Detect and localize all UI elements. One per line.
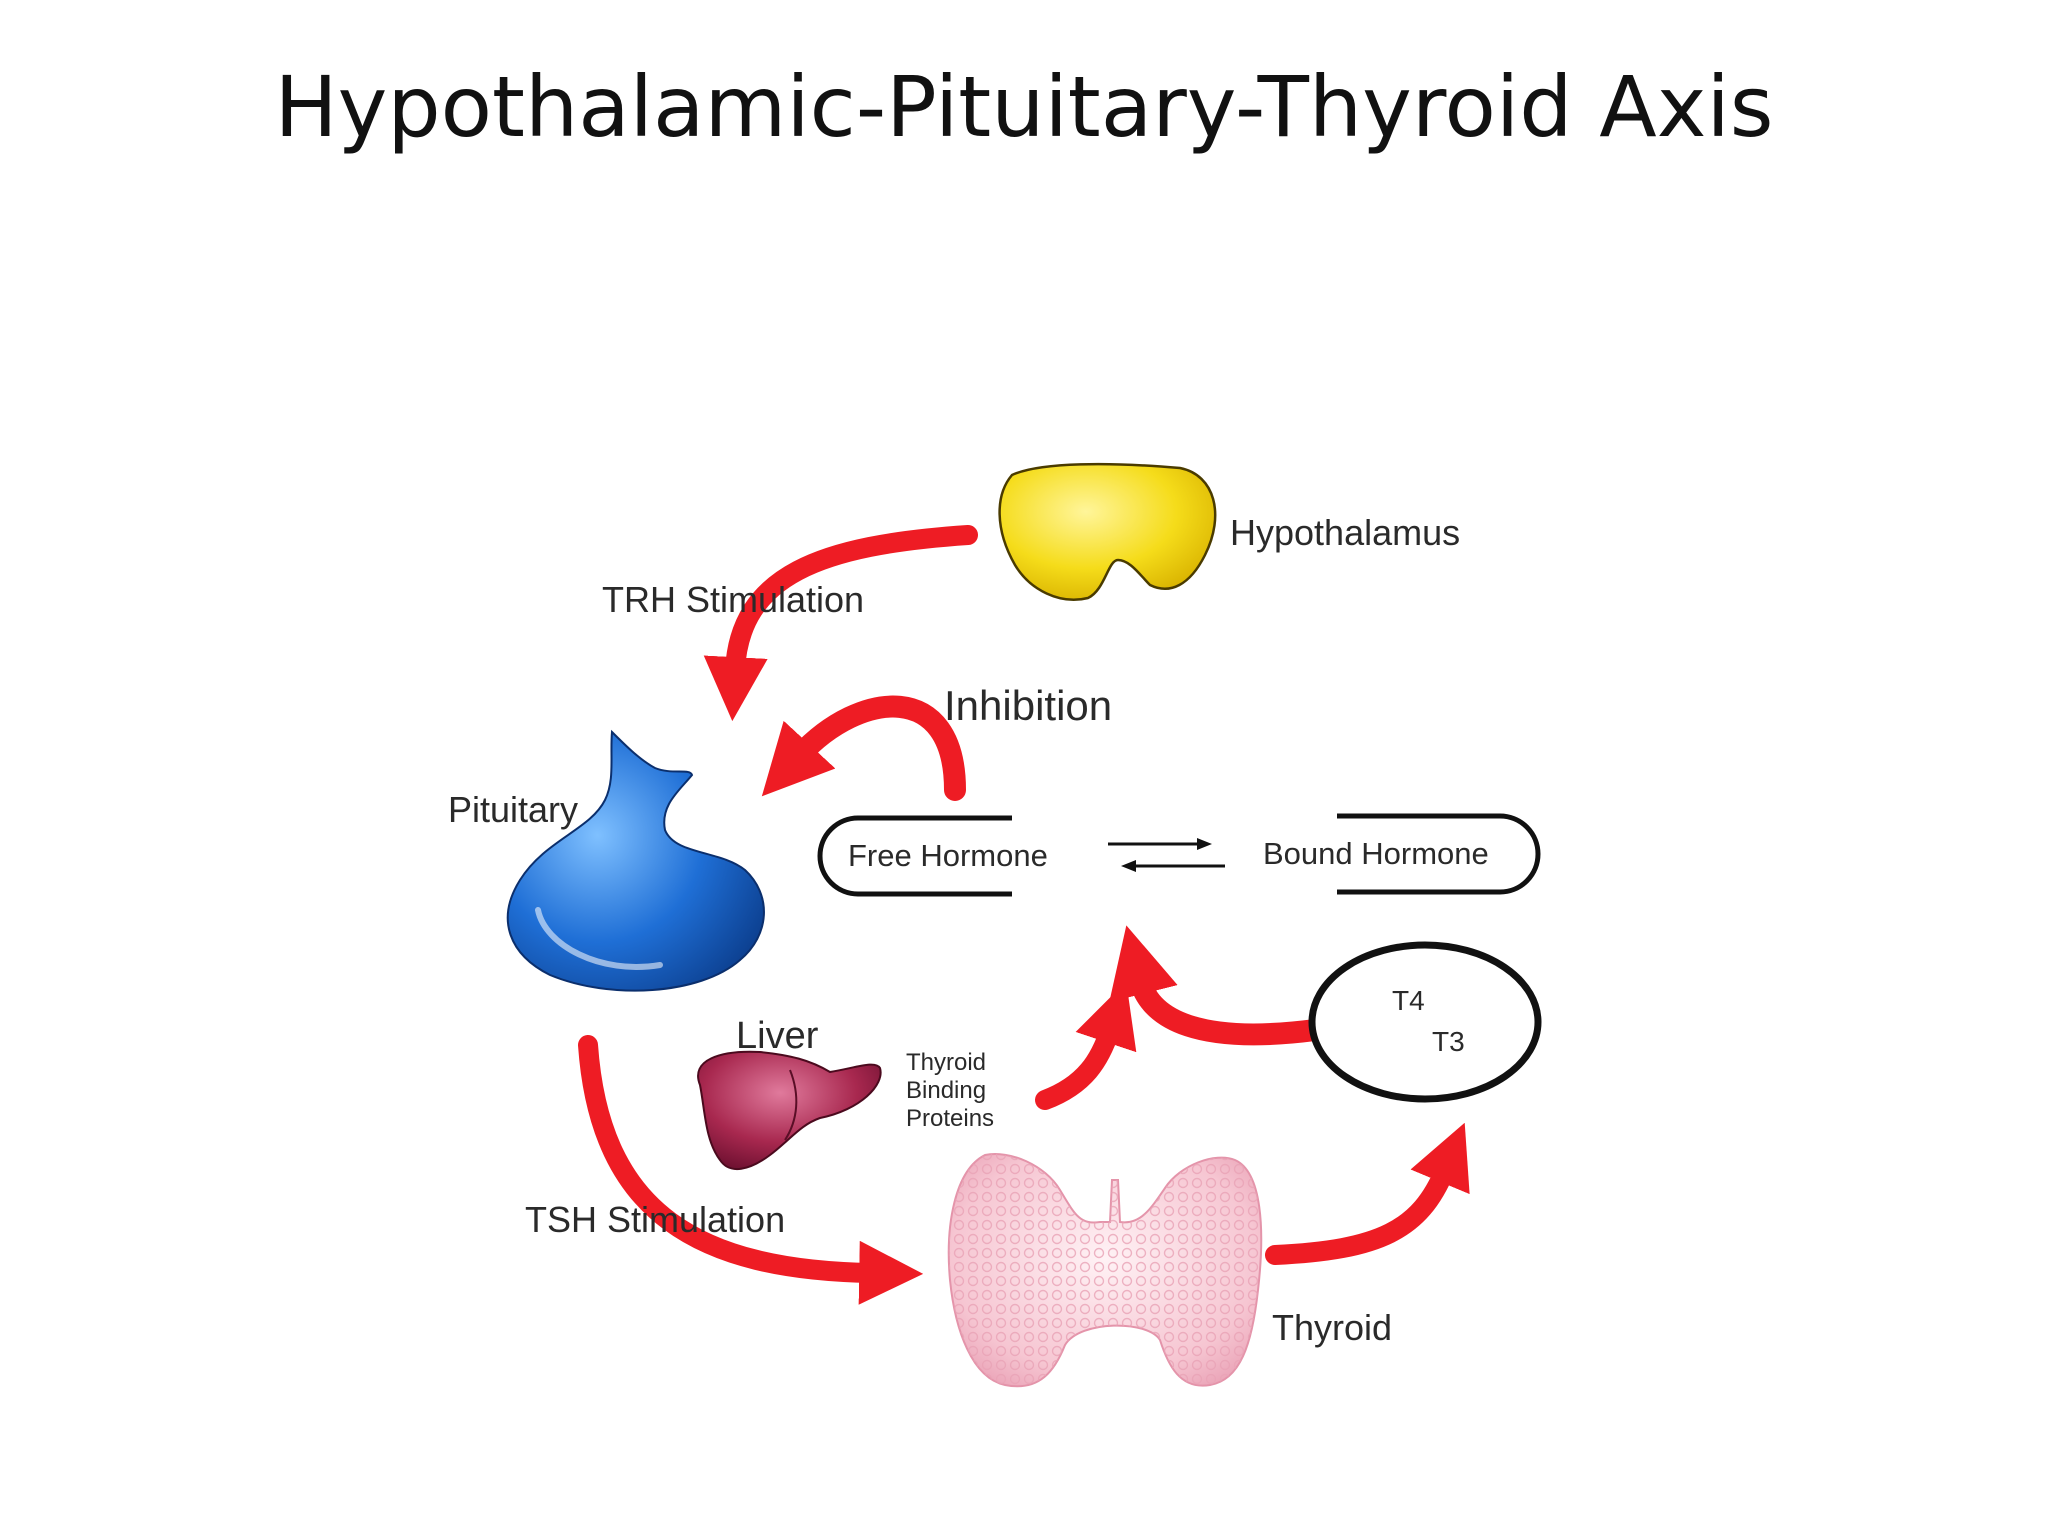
pituitary-shape bbox=[506, 729, 765, 992]
label-free-hormone: Free Hormone bbox=[848, 838, 1048, 873]
label-pituitary: Pituitary bbox=[448, 789, 578, 830]
thyroid-shape bbox=[947, 1153, 1263, 1388]
hypothalamus-shape bbox=[998, 462, 1217, 601]
label-bound-hormone: Bound Hormone bbox=[1263, 836, 1489, 871]
bound-hormone-capsule bbox=[1337, 813, 1541, 895]
label-t3: T3 bbox=[1432, 1026, 1465, 1057]
slide-title: Hypothalamic-Pituitary-Thyroid Axis bbox=[274, 58, 1774, 156]
label-binding-line-2: Binding bbox=[906, 1077, 986, 1104]
label-thyroid: Thyroid bbox=[1272, 1307, 1392, 1348]
label-inhibition: Inhibition bbox=[944, 682, 1112, 729]
label-tsh-stimulation: TSH Stimulation bbox=[525, 1199, 785, 1240]
tsh-stimulation-arrow bbox=[578, 1035, 924, 1305]
trh-stimulation-arrow bbox=[703, 525, 978, 722]
label-binding-line-3: Proteins bbox=[906, 1105, 994, 1132]
label-liver: Liver bbox=[736, 1015, 819, 1057]
label-hypothalamus: Hypothalamus bbox=[1230, 512, 1460, 553]
label-trh-stimulation: TRH Stimulation bbox=[602, 579, 864, 620]
equilibrium-arrows bbox=[1108, 838, 1225, 872]
thyroid-to-t4t3-arrow bbox=[1265, 1122, 1470, 1265]
free-hormone-capsule bbox=[817, 815, 1012, 897]
t4-t3-circle bbox=[1308, 941, 1542, 1103]
label-binding-line-1: Thyroid bbox=[906, 1049, 986, 1076]
label-t4: T4 bbox=[1392, 985, 1425, 1016]
liver-shape bbox=[697, 1050, 882, 1170]
t4t3-to-hormone-arrow bbox=[1109, 925, 1326, 1046]
inhibition-arrow bbox=[761, 695, 966, 801]
binding-proteins-arrow bbox=[1035, 981, 1137, 1110]
